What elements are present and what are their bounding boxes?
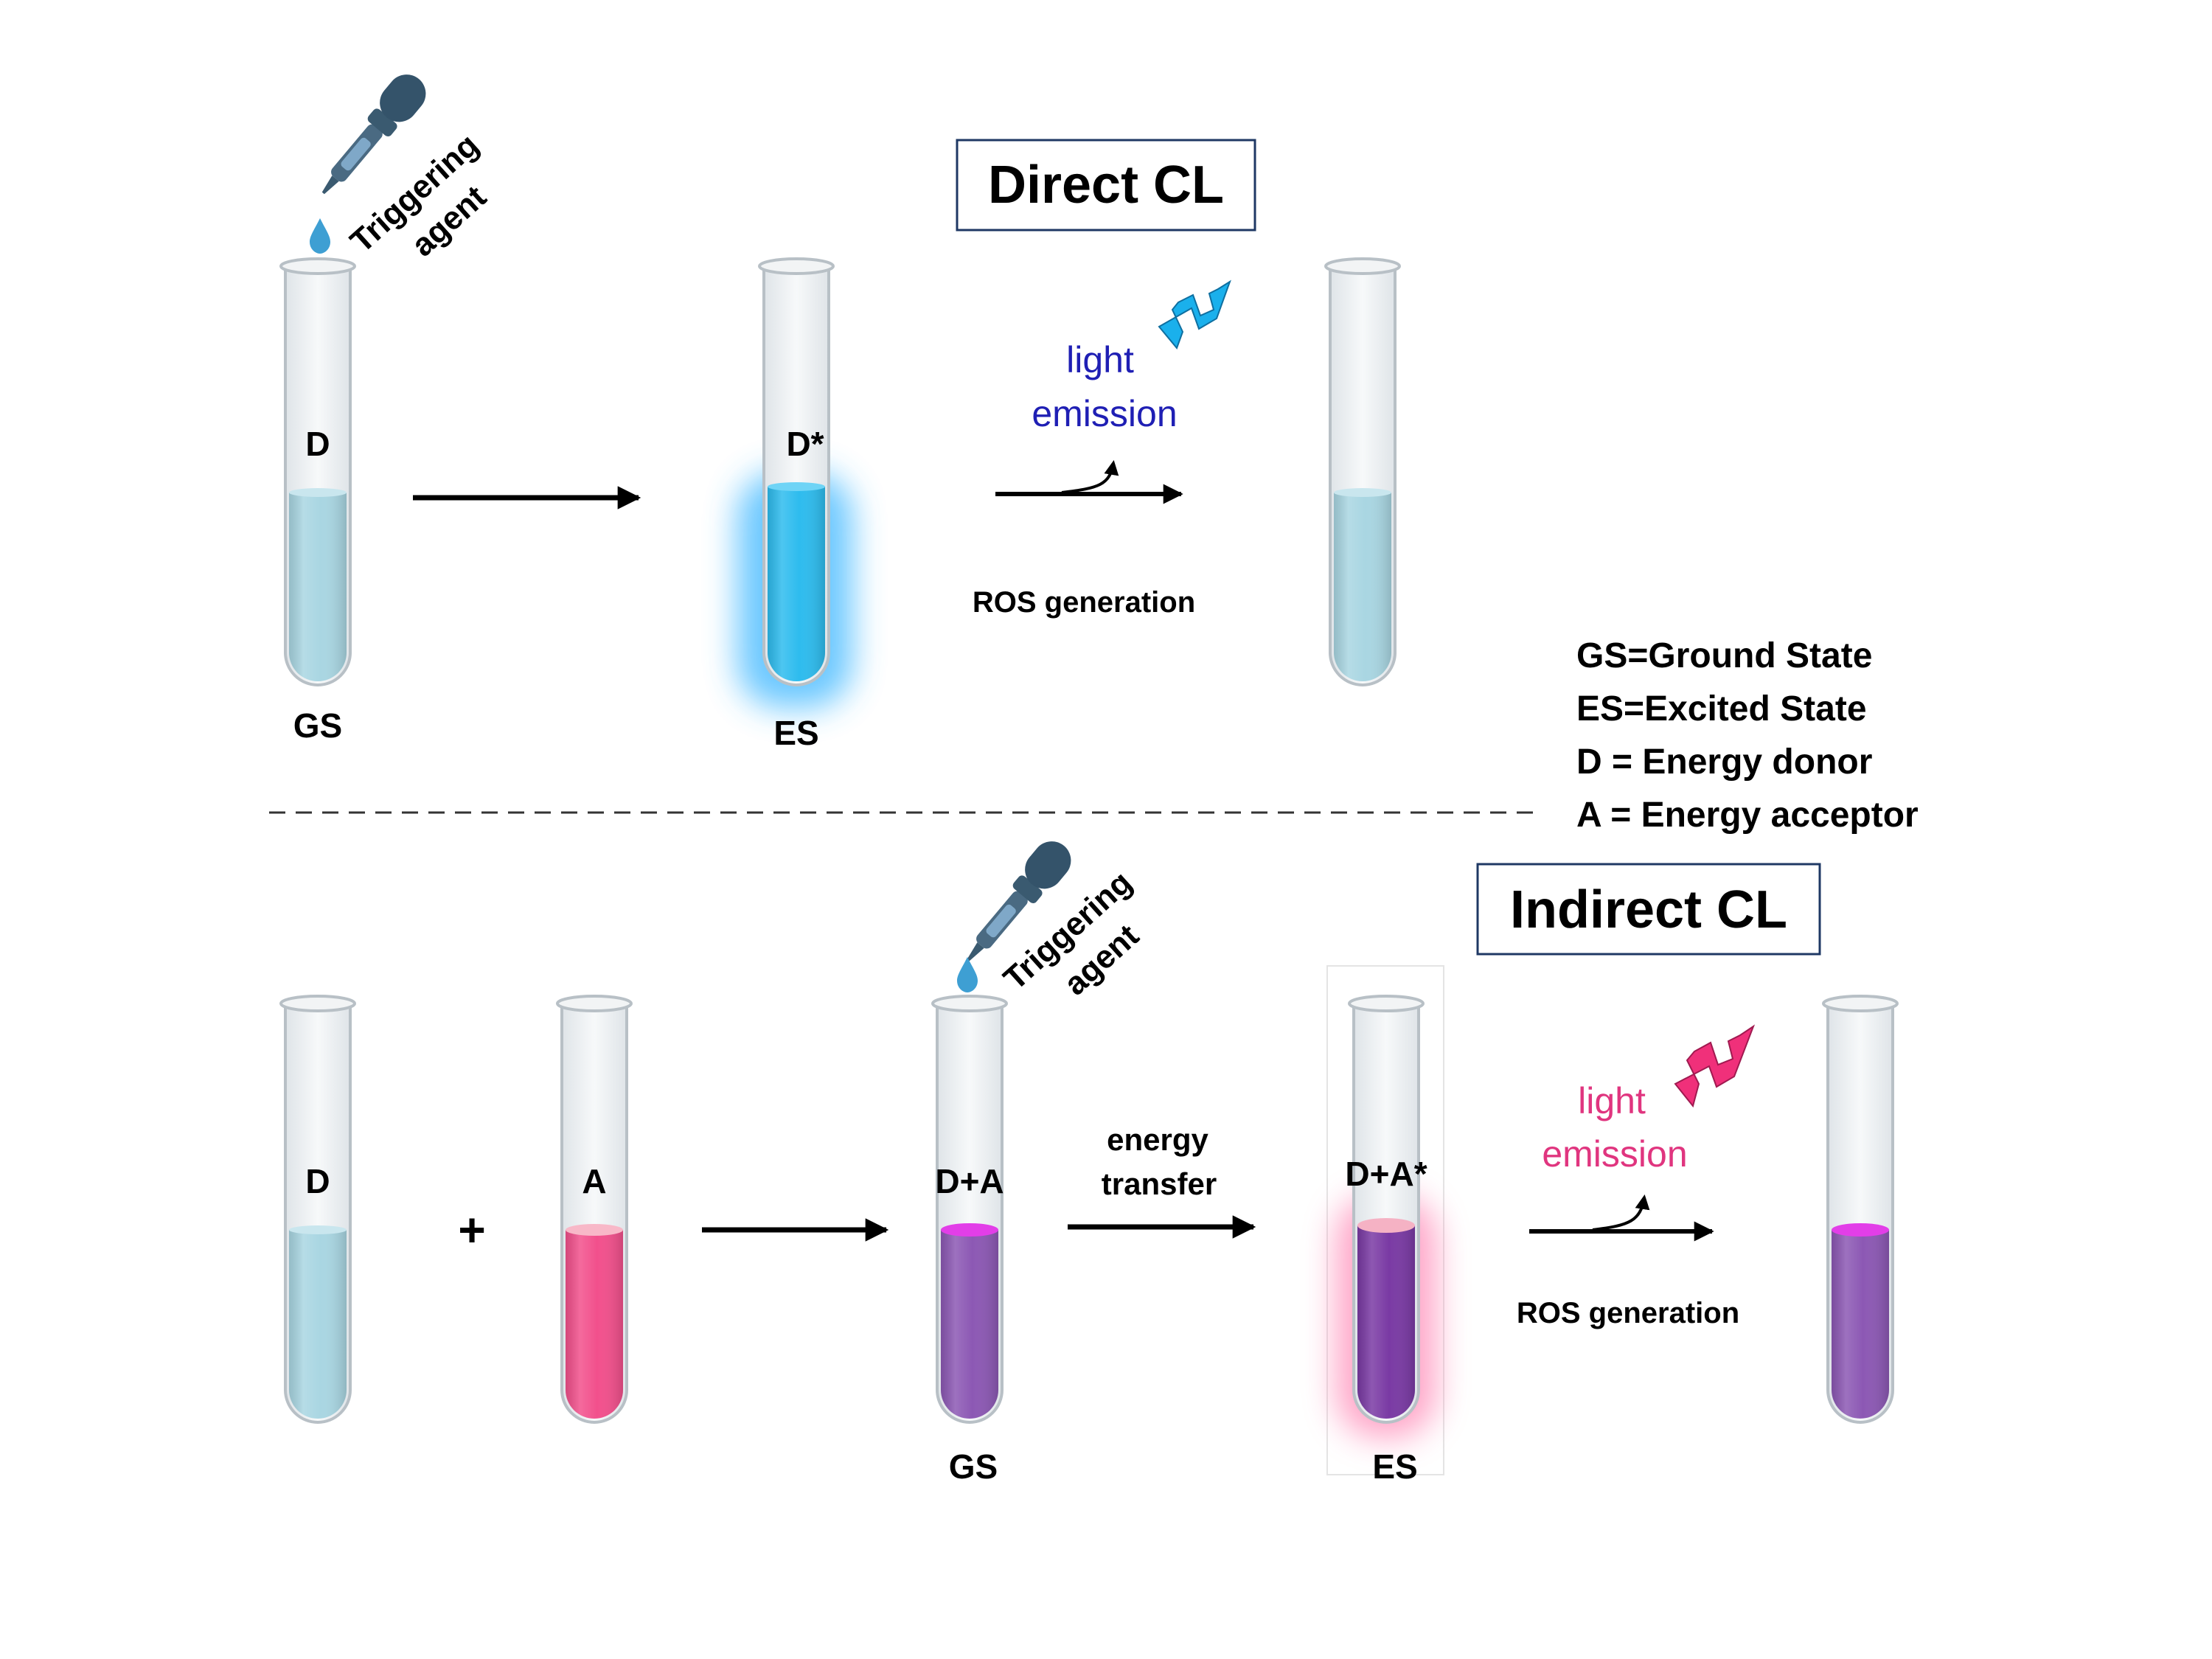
dropper-icon	[321, 74, 426, 195]
state-label-gs: GS	[293, 706, 342, 745]
droplet-icon	[957, 957, 978, 992]
dropper-icon	[967, 841, 1071, 961]
test-tube-icon	[1324, 257, 1401, 686]
state-label-es: ES	[1372, 1447, 1417, 1486]
light-emission-label-1: light	[1066, 339, 1134, 380]
lightning-bolt-icon	[1674, 1024, 1756, 1108]
legend: GS=Ground State ES=Excited State D = Ene…	[1576, 636, 1919, 835]
test-tube-icon	[758, 257, 835, 686]
indirect-cl-title: Indirect CL	[1510, 880, 1787, 939]
droplet-icon	[310, 218, 330, 254]
legend-gs: GS=Ground State	[1576, 636, 1872, 675]
test-tube-icon	[279, 995, 356, 1424]
light-emission-label-2: emission	[1542, 1133, 1687, 1175]
arrow-icon	[1061, 460, 1119, 494]
test-tube-icon	[556, 995, 633, 1424]
light-emission-label-1: light	[1578, 1080, 1646, 1121]
tube-label-da: D+A	[935, 1162, 1004, 1200]
test-tube-icon	[1348, 995, 1425, 1424]
tube-label-a: A	[582, 1162, 606, 1200]
tube-label-d: D	[305, 425, 330, 463]
direct-cl-title: Direct CL	[988, 156, 1224, 215]
legend-es: ES=Excited State	[1576, 689, 1867, 728]
test-tube-icon	[279, 257, 356, 686]
tube-label-dastar: D+A*	[1345, 1155, 1427, 1193]
state-label-es: ES	[773, 714, 818, 752]
direct-cl-title-box: Direct CL	[956, 139, 1256, 232]
legend-a: A = Energy acceptor	[1576, 796, 1919, 835]
light-emission-label-2: emission	[1032, 393, 1177, 434]
ros-generation-label: ROS generation	[1517, 1297, 1739, 1329]
direct-cl-section: Direct CL Triggering agent D GS	[279, 74, 1401, 752]
test-tube-icon	[931, 995, 1008, 1424]
ros-generation-label: ROS generation	[973, 586, 1195, 619]
arrow-icon	[1592, 1194, 1650, 1231]
energy-transfer-label-1: energy	[1107, 1122, 1208, 1157]
energy-transfer-label-2: transfer	[1102, 1166, 1217, 1201]
test-tube-icon	[1822, 995, 1899, 1424]
lightning-bolt-icon	[1158, 279, 1231, 349]
plus-sign: +	[458, 1203, 485, 1256]
tube-label-d: D	[305, 1162, 330, 1200]
tube-label-dstar: D*	[786, 425, 824, 463]
indirect-cl-title-box: Indirect CL	[1476, 863, 1821, 956]
state-label-gs: GS	[949, 1447, 998, 1486]
legend-d: D = Energy donor	[1576, 742, 1872, 782]
indirect-cl-section: Indirect CL D + A	[279, 841, 1899, 1486]
